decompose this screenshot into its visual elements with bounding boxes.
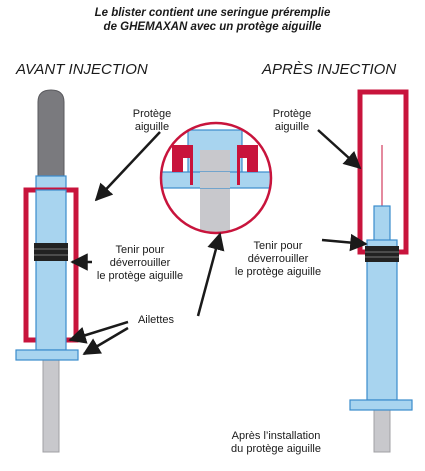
right-syringe (349, 89, 413, 453)
right-hold-label: Tenir pour déverrouiller le protège aigu… (234, 240, 322, 278)
right-needle-guard-label: Protège aiguille (272, 108, 312, 133)
diagram-title: Le blister contient une seringue préremp… (0, 6, 425, 34)
title-line-2: de GHEMAXAN avec un protège aiguille (103, 21, 322, 33)
arrow-flanges-1 (68, 320, 129, 344)
left-flanges (15, 349, 79, 361)
arrows (68, 129, 368, 356)
left-needle-cap (37, 89, 65, 179)
arrow-zoom (196, 232, 225, 317)
left-syringe-barrel (35, 189, 67, 351)
arrow-right-guard (317, 129, 362, 170)
left-stopper (34, 243, 68, 261)
zoom-detail (159, 121, 273, 235)
left-syringe (15, 89, 79, 453)
left-hold-label: Tenir pour déverrouiller le protège aigu… (96, 244, 184, 282)
after-injection-heading: APRÈS INJECTION (262, 61, 397, 78)
after-install-label: Après l’installation du protège aiguille (231, 430, 321, 455)
right-flanges (349, 399, 413, 411)
arrow-flanges-2 (82, 326, 129, 356)
title-line-1: Le blister contient une seringue préremp… (94, 7, 331, 19)
before-injection-heading: AVANT INJECTION (16, 61, 148, 78)
right-syringe-barrel (366, 239, 398, 401)
right-stopper (365, 246, 399, 262)
flanges-label: Ailettes (137, 314, 175, 326)
left-plunger-rod (42, 359, 60, 453)
arrow-left-guard (94, 131, 161, 202)
arrow-right-hold (321, 233, 368, 252)
left-needle-guard-label: Protège aiguille (132, 108, 172, 133)
